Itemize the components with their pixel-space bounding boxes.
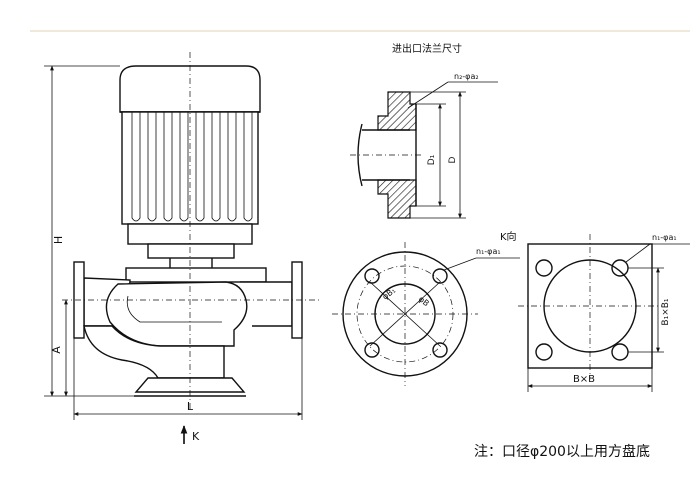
round-bolt-hole bbox=[364, 268, 380, 284]
coupling-housing bbox=[147, 243, 235, 259]
flange-bolt-label: n₂-φa₂ bbox=[454, 72, 479, 81]
flange-lower-section bbox=[377, 179, 417, 219]
flange-section-view bbox=[350, 81, 498, 219]
round-bolt-label: n₁-φa₁ bbox=[476, 247, 501, 256]
round-base-plate bbox=[332, 242, 520, 386]
square-bolt-hole bbox=[535, 259, 553, 277]
pump-cover bbox=[125, 267, 267, 283]
round-b1-label: φB₁ bbox=[381, 286, 398, 302]
square-bolt-hole bbox=[611, 343, 629, 361]
view-k-marker-label: K bbox=[192, 430, 200, 443]
k-view-title: K向 bbox=[500, 230, 517, 243]
flange-upper-section bbox=[377, 91, 417, 131]
square-base-plate bbox=[518, 234, 690, 392]
motor-fins bbox=[131, 112, 253, 222]
square-bolt-hole bbox=[611, 259, 629, 277]
dimension-h-label: H bbox=[52, 236, 65, 244]
flange-d1-label: D₁ bbox=[427, 154, 437, 165]
volute-casing bbox=[105, 281, 248, 347]
dimension-l-label: L bbox=[187, 400, 194, 413]
note-text: 注：口径φ200以上用方盘底 bbox=[474, 443, 650, 460]
round-bolt-hole bbox=[364, 342, 380, 358]
square-bolt-hole bbox=[535, 343, 553, 361]
square-b-label: B×B bbox=[573, 374, 595, 385]
round-bolt-hole bbox=[432, 268, 448, 284]
flange-section-title: 进出口法兰尺寸 bbox=[392, 42, 462, 55]
side-view-dimensions bbox=[44, 65, 303, 444]
outlet-pipe bbox=[240, 281, 293, 327]
pump-leg bbox=[83, 325, 225, 379]
motor-top-cap bbox=[119, 65, 261, 113]
motor-body bbox=[121, 111, 259, 225]
round-bolt-hole bbox=[432, 342, 448, 358]
dimension-a-label: A bbox=[50, 346, 63, 354]
square-b1-label: B₁×B₁ bbox=[661, 298, 671, 325]
pump-foot bbox=[134, 377, 246, 393]
pump-side-view bbox=[62, 52, 320, 410]
flange-d-label: D bbox=[448, 156, 458, 163]
square-bolt-label: n₁-φa₁ bbox=[652, 233, 677, 242]
